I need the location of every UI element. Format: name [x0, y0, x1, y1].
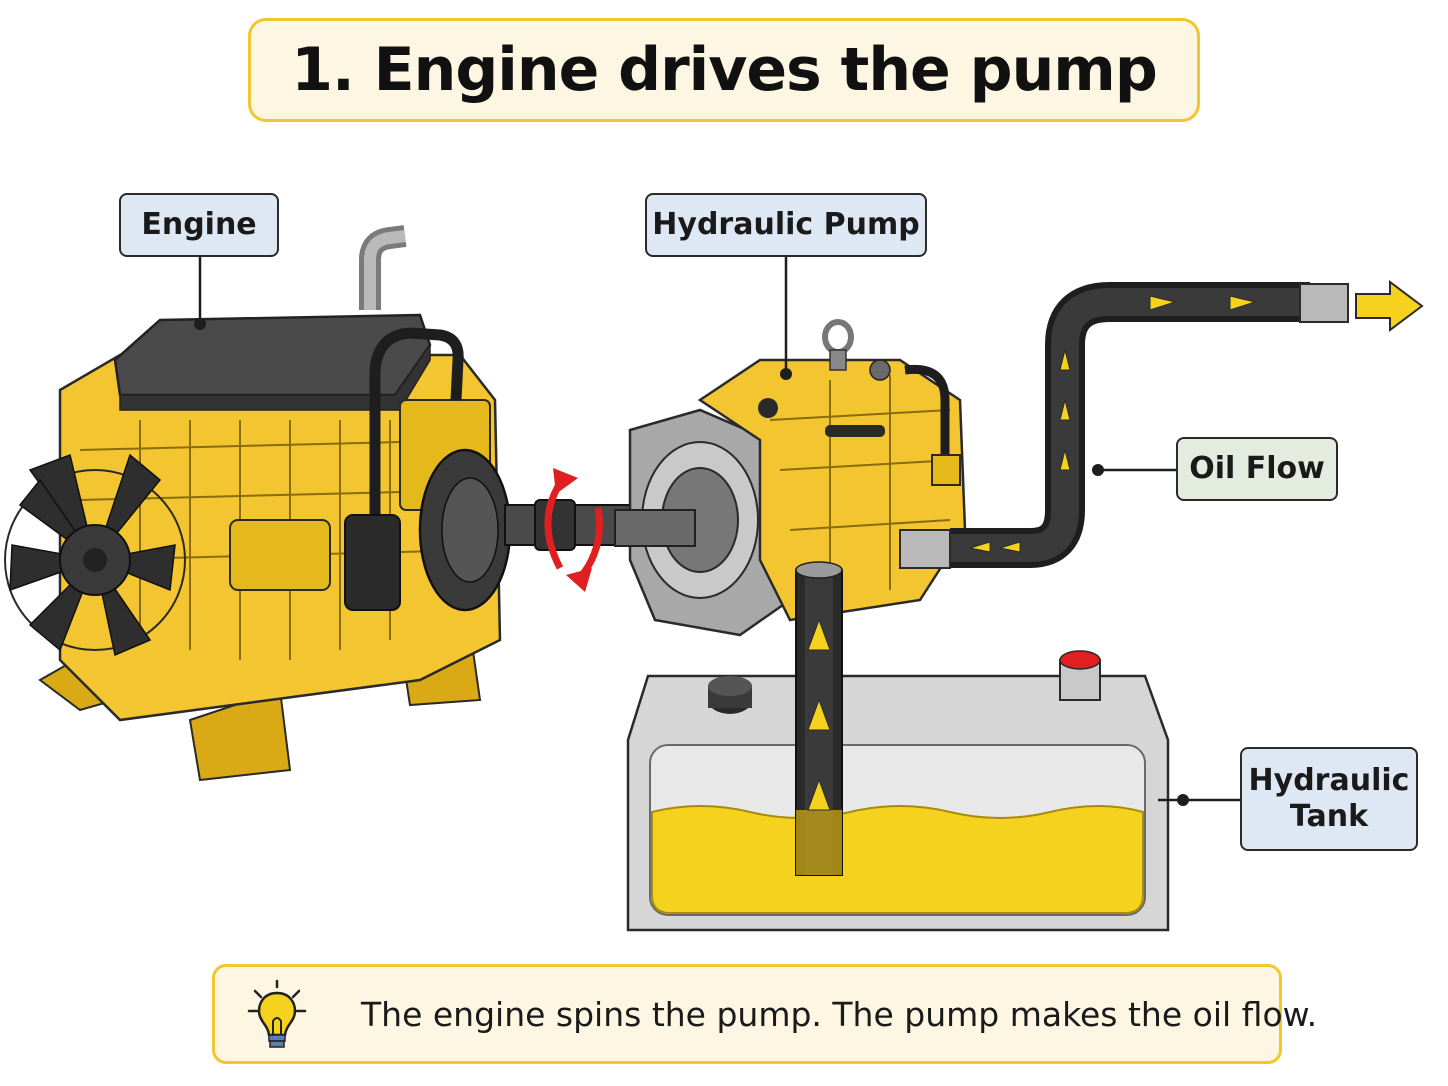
- suction-pipe: [796, 562, 842, 875]
- oil-flow-label: Oil Flow: [1176, 437, 1338, 501]
- tank-illustration: [628, 651, 1168, 930]
- hydraulic-tank-label: Hydraulic Tank: [1240, 747, 1418, 851]
- pump-illustration: [615, 322, 965, 635]
- oil-flow-pointer-dot: [1092, 464, 1104, 476]
- hydraulic-tank-label-line2: Tank: [1290, 799, 1368, 835]
- pump-pointer-dot: [780, 368, 792, 380]
- hydraulic-tank-label-line1: Hydraulic: [1249, 763, 1410, 799]
- oil-outlet-hose: [900, 282, 1422, 568]
- tank-pointer-dot: [1177, 794, 1189, 806]
- engine-illustration: [5, 236, 635, 780]
- tip-text: The engine spins the pump. The pump make…: [361, 995, 1317, 1034]
- hydraulic-pump-label: Hydraulic Pump: [645, 193, 927, 257]
- engine-pointer-dot: [194, 318, 206, 330]
- engine-label: Engine: [119, 193, 279, 257]
- lightbulb-icon: [237, 977, 317, 1057]
- tip-box: The engine spins the pump. The pump make…: [212, 964, 1282, 1064]
